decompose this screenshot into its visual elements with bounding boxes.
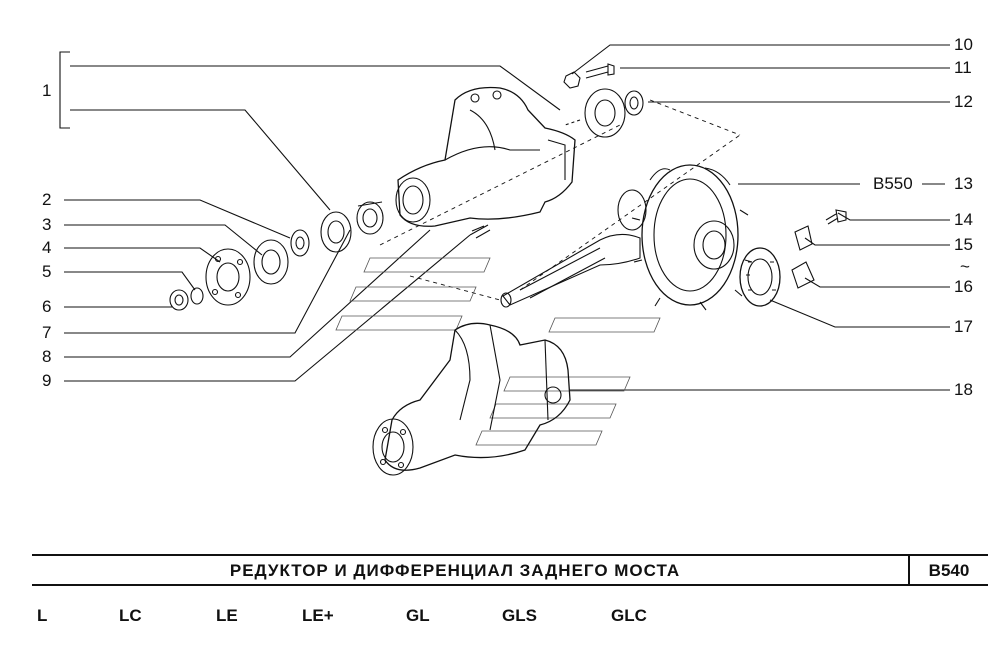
callout-13: 13 — [954, 174, 973, 193]
nut-6 — [169, 289, 189, 311]
nut-10 — [563, 71, 581, 89]
trim-glc[interactable]: GLC — [611, 606, 647, 625]
callout-17: 17 — [954, 317, 973, 336]
ring-gear-13 — [641, 164, 739, 306]
callout-14: 14 — [954, 210, 973, 229]
diagram-code: B540 — [928, 561, 970, 580]
title-bar: РЕДУКТОР И ДИФФЕРЕНЦИАЛ ЗАДНЕГО МОСТА B5… — [32, 554, 988, 586]
callout-7: 7 — [42, 323, 52, 342]
callout-8: 8 — [42, 347, 52, 366]
bolt-11 — [585, 63, 615, 79]
callout-12: 12 — [954, 92, 973, 111]
washer-12 — [624, 90, 644, 116]
lock-plate-15 — [794, 225, 813, 251]
callout-16-prefix: ~ — [960, 257, 970, 276]
trim-gls[interactable]: GLS — [502, 606, 537, 625]
trim-l[interactable]: L — [37, 606, 48, 625]
trim-le[interactable]: LE — [216, 606, 238, 625]
callout-4: 4 — [42, 238, 52, 257]
bearing-17 — [739, 247, 781, 307]
bolt-14 — [825, 209, 847, 225]
shim-3 — [290, 229, 310, 257]
bearing-8 — [356, 201, 384, 235]
callout-1-bracket — [59, 51, 70, 129]
carrier-housing — [397, 86, 576, 227]
callout-11: 11 — [954, 58, 972, 77]
pinion-shaft — [502, 233, 641, 306]
trim-gl[interactable]: GL — [406, 606, 430, 625]
title-divider — [908, 556, 910, 584]
lock-plate-16 — [791, 261, 815, 289]
ref-code-b550: B550 — [873, 174, 913, 193]
diagram-title: РЕДУКТОР И ДИФФЕРЕНЦИАЛ ЗАДНЕГО МОСТА — [229, 561, 681, 580]
callout-3: 3 — [42, 215, 52, 234]
washer-6 — [190, 287, 204, 305]
callout-10: 10 — [954, 35, 973, 54]
callout-5: 5 — [42, 262, 52, 281]
trim-lc[interactable]: LC — [119, 606, 142, 625]
callout-9: 9 — [42, 371, 52, 390]
callout-16: 16 — [954, 277, 973, 296]
callout-1: 1 — [42, 81, 52, 100]
flange-5 — [205, 248, 251, 306]
callout-2: 2 — [42, 190, 52, 209]
exploded-parts-diagram — [59, 44, 950, 476]
bearing-2 — [320, 211, 352, 253]
callout-6: 6 — [42, 297, 52, 316]
bearing-4 — [253, 239, 289, 285]
callout-18: 18 — [954, 380, 973, 399]
trim-le-plus[interactable]: LE+ — [302, 606, 334, 625]
callout-15: 15 — [954, 235, 973, 254]
bearing-top — [584, 88, 626, 138]
